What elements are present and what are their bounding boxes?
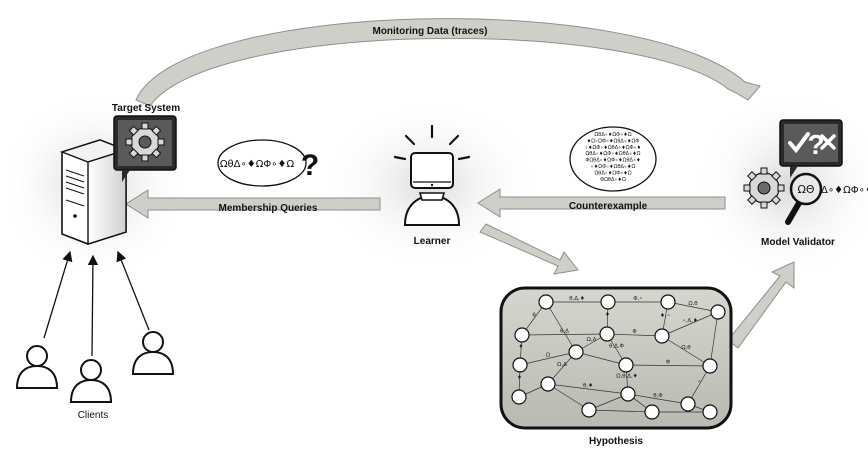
automaton-edge — [627, 393, 689, 405]
counterexample-label: Counterexample — [569, 201, 648, 212]
automaton-edge-label: θ,Φ — [653, 393, 663, 399]
automaton-edge — [625, 364, 711, 367]
automaton-edge — [519, 351, 577, 366]
automaton-state — [538, 294, 554, 310]
counterexample-line: ∘♦ΩΦ∘♦ΩθΔ∘♦Ω — [591, 164, 636, 170]
automaton-state — [568, 344, 584, 360]
automaton-edge — [547, 383, 629, 395]
automaton-edge — [521, 333, 608, 336]
monitoring-arrow — [135, 18, 761, 107]
learner-icon — [393, 124, 471, 226]
target-gear-badge — [113, 115, 177, 182]
validator-question-mark: ? — [807, 129, 824, 160]
automaton-state — [600, 294, 616, 310]
gear-icon — [125, 122, 165, 162]
automaton-edge — [588, 409, 653, 413]
automaton-state — [654, 328, 670, 344]
membership-arrow — [125, 189, 381, 219]
counterexample-bubble: ΩθΔ∘♦ΩΦ∘♦Ω♦Ω∘ΩΦ∘♦ΩθΔ∘♦ΩΦ∘♦ΩΦ∘♦ΩθΔ∘♦ΩΦ∘♦Ω… — [569, 126, 657, 192]
automaton-edge — [547, 383, 590, 411]
monitoring-label: Monitoring Data (traces) — [372, 26, 487, 37]
automaton-state — [702, 358, 718, 374]
automaton-state — [680, 396, 696, 412]
automaton-edge — [575, 351, 627, 366]
user-icon — [131, 331, 175, 375]
automaton-edge-label: ♦ — [517, 375, 522, 381]
automaton-edge-label: Ω — [546, 353, 550, 359]
validator-badge: ? — [779, 119, 843, 178]
automaton-edge-label: θ — [532, 313, 536, 319]
question-mark: ? — [301, 149, 319, 182]
counterexample-line: ΩθΔ∘♦ΩΦ∘♦ΩθΔ∘♦Ω — [585, 151, 640, 157]
counterexample-line: ♦Ω∘ΩΦ∘♦ΩθΔ∘♦ΩΦ — [587, 138, 640, 144]
user-icon — [15, 345, 59, 389]
automaton-edge-label: Ω,θ — [681, 345, 691, 351]
learner-label: Learner — [414, 236, 451, 247]
automaton-state — [599, 326, 615, 342]
check-icon — [788, 132, 810, 154]
membership-label: Membership Queries — [219, 203, 318, 214]
client-arrows — [43, 250, 150, 357]
automaton-edge — [709, 311, 719, 367]
automaton-edge-label: Ω,Δ — [587, 337, 597, 343]
user-icon — [69, 359, 113, 403]
cross-icon — [820, 134, 836, 150]
automaton-edge-label: θ,♦ — [583, 383, 593, 389]
automaton-state — [512, 357, 528, 373]
counterexample-line: ΦΩθΔ∘♦Ω — [600, 177, 626, 183]
automaton-edge — [661, 311, 719, 337]
light-rays-icon — [393, 124, 471, 161]
counterexample-line: ΦΩθΔ∘♦ΩΦ∘♦ΩθΔ∘♦ — [585, 158, 640, 164]
counterexample-line: ΩθΔ∘♦ΩΦ∘♦Ω — [594, 132, 631, 138]
automaton-edge — [545, 301, 577, 353]
clients-label: Clients — [78, 410, 109, 421]
automaton-edge-label: Ω,θ — [688, 301, 698, 307]
automaton-state — [660, 294, 676, 310]
automaton-edge-label: θ,Δ — [560, 329, 569, 335]
automaton-state — [620, 386, 636, 402]
model-validator-label: Model Validator — [761, 237, 835, 248]
automaton-state — [644, 404, 660, 420]
automaton-edge — [667, 301, 719, 313]
counterexample-arrow — [477, 188, 726, 218]
automaton-edge-label: Φ — [666, 360, 671, 366]
automaton-edge — [661, 335, 711, 367]
counterexample-lines: ΩθΔ∘♦ΩΦ∘♦Ω♦Ω∘ΩΦ∘♦ΩθΔ∘♦ΩΦ∘♦ΩΦ∘♦ΩθΔ∘♦ΩΦ∘♦Ω… — [585, 132, 641, 183]
hypothesis-validator-arrow — [727, 261, 795, 349]
query-text: ΩθΔ∘♦ΩΦ∘♦Ω — [220, 159, 295, 170]
automaton-edge-label: Φ — [632, 329, 637, 335]
counterexample-line: ∘♦ΩΦ∘♦ΩθΔ∘♦ΩΦ∘♦ — [585, 145, 641, 151]
automaton-edge — [606, 333, 663, 337]
automaton-state — [618, 357, 634, 373]
target-system-label: Target System — [112, 103, 180, 114]
automaton-edge-label: θ,Δ,Φ — [609, 344, 625, 350]
learner-hypothesis-arrow — [479, 223, 579, 275]
client-icons — [15, 331, 175, 403]
automaton-edge-label: θ,Δ,♦ — [569, 296, 585, 302]
automaton-edge-label: Ω,θ,Δ,♦ — [616, 374, 638, 380]
automaton-edge-label: ♦ — [605, 312, 610, 318]
automaton-edge-label: Ω,Δ — [557, 362, 567, 368]
automaton-edge-label: ∘ — [697, 379, 700, 385]
validator-gear-icon — [743, 167, 785, 209]
automaton-edge-label: ♦,∘ — [660, 313, 670, 319]
validator-trace: Δ∘♦ΩΦ∘♦Ω — [821, 185, 868, 196]
automaton-edge-label: ♦ — [519, 344, 524, 350]
automaton-state — [581, 402, 597, 418]
magnifier-icon: ΩΘ — [785, 172, 823, 225]
svg-text:ΩΘ: ΩΘ — [797, 183, 814, 196]
automaton-edge-label: Φ,∘ — [633, 296, 643, 302]
counterexample-line: ΩθΔ∘♦ΩΦ∘♦Ω — [594, 170, 631, 176]
query-bubble: ΩθΔ∘♦ΩΦ∘♦Ω ? — [217, 139, 319, 187]
hypothesis-label: Hypothesis — [589, 436, 643, 447]
automaton-state — [511, 389, 527, 405]
automaton-state — [710, 304, 726, 320]
automaton-state — [540, 376, 556, 392]
automaton-edge-label: ∘,Δ,♦ — [682, 318, 698, 324]
automaton-state — [514, 327, 530, 343]
automaton-state — [702, 404, 718, 420]
